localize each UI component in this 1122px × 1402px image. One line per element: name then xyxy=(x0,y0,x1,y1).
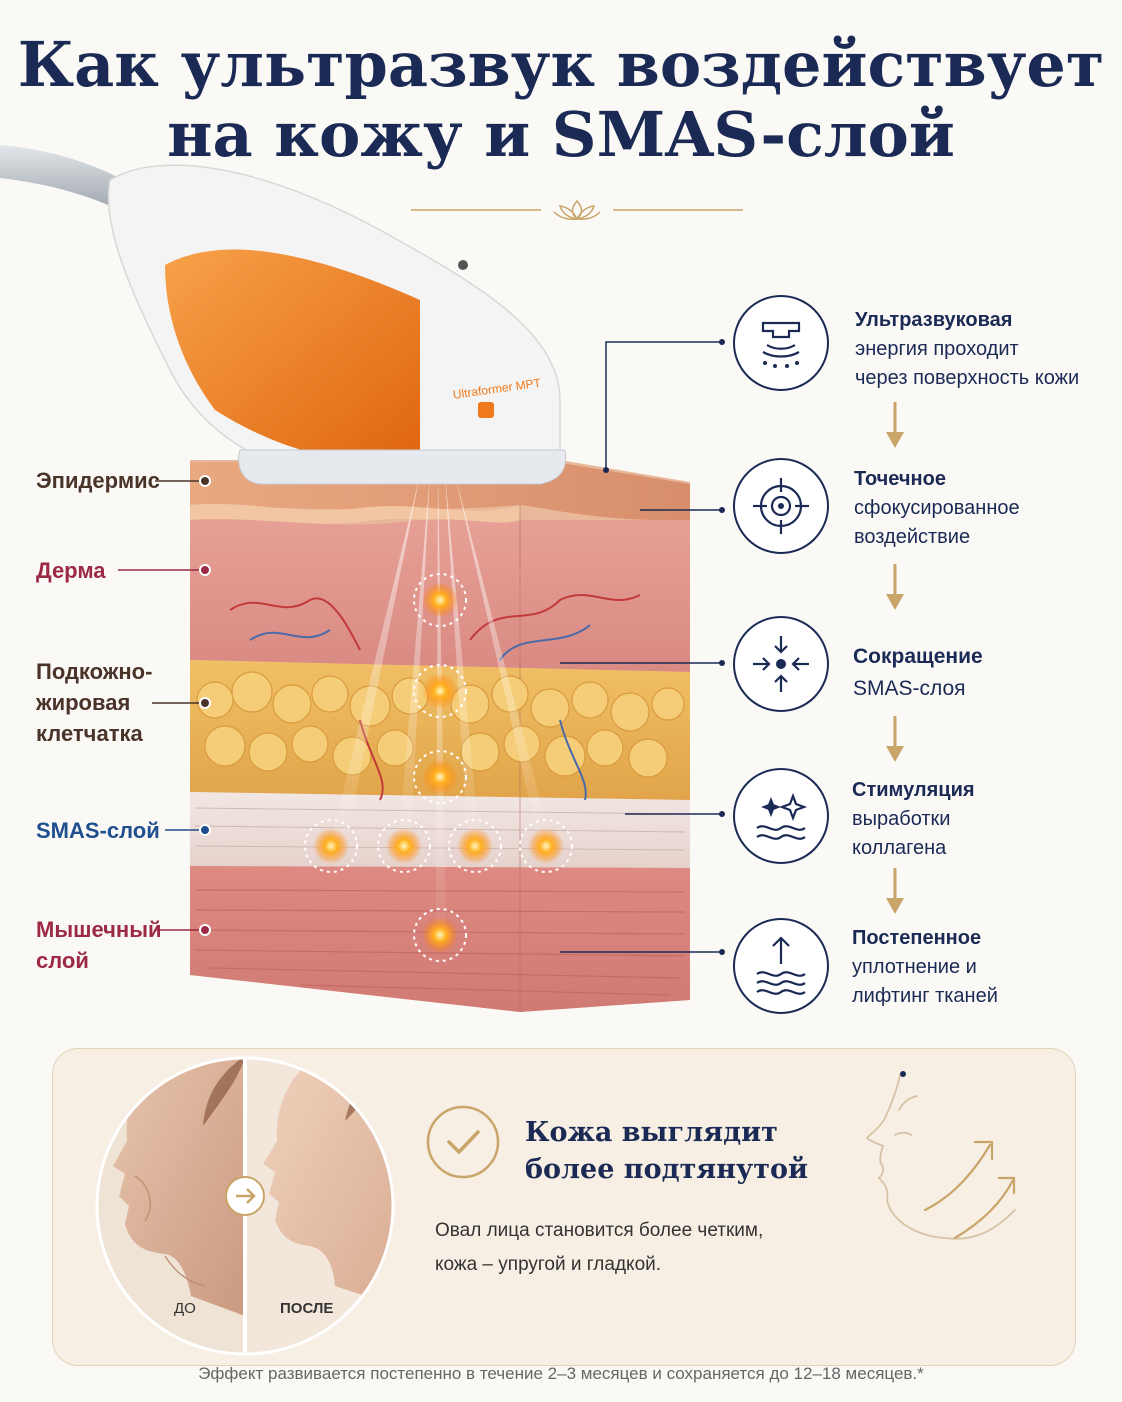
ultrasound-device-icon xyxy=(761,321,801,368)
step-4-icon-circle xyxy=(733,768,829,864)
step-4-heading: Стимуляция xyxy=(852,779,975,801)
layer-label-smas: SMAS-слой xyxy=(36,818,160,843)
result-title-line-1: Кожа выглядит xyxy=(525,1117,778,1148)
step-3-icon-circle xyxy=(733,616,829,712)
step-1-text: Ультразвуковая энергия проходит через по… xyxy=(855,306,1079,393)
before-face xyxy=(113,1058,245,1316)
layer-label-epidermis: Эпидермис xyxy=(36,468,160,493)
result-desc-line-2: кожа – упругой и гладкой. xyxy=(435,1254,662,1275)
focus-point xyxy=(448,819,502,873)
after-face xyxy=(263,1058,393,1306)
ultrasound-beams xyxy=(330,475,552,935)
focus-point xyxy=(519,819,573,873)
step-4-text: Стимуляция выработки коллагена xyxy=(852,776,975,863)
step-4-sub-2: коллагена xyxy=(852,837,947,859)
step-3-heading: Сокращение xyxy=(853,645,983,668)
title-line-1: Как ультразвук воздействует xyxy=(17,28,1105,101)
focus-point xyxy=(377,819,431,873)
layer-label-subcutaneous-fat: Подкожно- жировая клетчатка xyxy=(36,659,153,746)
page-title: Как ультразвук воздействует на кожу и SM… xyxy=(0,30,1122,170)
arrow-down-icon xyxy=(886,868,904,914)
step-2-sub-2: воздействие xyxy=(854,526,971,548)
target-icon xyxy=(753,478,809,534)
lift-arrow-icon xyxy=(756,936,806,995)
step-1-icon-circle xyxy=(733,295,829,391)
check-icon xyxy=(426,1105,500,1179)
focus-point xyxy=(413,908,467,962)
step-2-heading: Точечное xyxy=(854,468,946,490)
skin-illustration xyxy=(0,145,690,1012)
result-title: Кожа выглядит более подтянутой xyxy=(525,1114,808,1188)
step-2-text: Точечное сфокусированное воздействие xyxy=(854,465,1020,552)
focus-point xyxy=(413,750,467,804)
step-5-icon-circle xyxy=(733,918,829,1014)
step-2-sub-1: сфокусированное xyxy=(854,497,1020,519)
face-lift-line-art xyxy=(865,1071,1016,1240)
step-3-text: Сокращение SMAS-слоя xyxy=(853,641,983,705)
focus-point xyxy=(413,573,467,627)
leader-lines xyxy=(118,339,725,955)
arrow-down-icon xyxy=(886,402,904,448)
step-5-heading: Постепенное xyxy=(852,927,982,949)
arrow-right-icon xyxy=(225,1176,265,1216)
arrow-down-icon xyxy=(886,564,904,610)
step-3-sub-1: SMAS-слоя xyxy=(853,677,966,700)
focus-point xyxy=(413,664,467,718)
step-1-sub-1: энергия проходит xyxy=(855,338,1019,360)
step-2-icon-circle xyxy=(733,458,829,554)
focus-points xyxy=(304,573,573,962)
step-5-text: Постепенное уплотнение и лифтинг тканей xyxy=(852,924,998,1011)
arrow-down-icon xyxy=(886,716,904,762)
sparkle-icon xyxy=(756,792,808,840)
title-divider xyxy=(411,199,743,220)
result-description: Овал лица становится более четким, кожа … xyxy=(435,1214,763,1282)
result-desc-line-1: Овал лица становится более четким, xyxy=(435,1220,764,1241)
step-5-sub-1: уплотнение и xyxy=(852,956,977,978)
contraction-icon xyxy=(753,636,809,692)
layer-label-derma: Дерма xyxy=(36,558,106,583)
before-after-photo xyxy=(95,1056,395,1356)
layer-label-muscle: Мышечный слой xyxy=(36,917,162,973)
lotus-icon xyxy=(553,199,601,220)
after-label: ПОСЛЕ xyxy=(280,1300,334,1317)
result-title-line-2: более подтянутой xyxy=(525,1154,809,1185)
footnote: Эффект развивается постепенно в течение … xyxy=(198,1364,924,1383)
focus-point xyxy=(304,819,358,873)
step-4-sub-1: выработки xyxy=(852,808,951,830)
step-5-sub-2: лифтинг тканей xyxy=(852,985,998,1007)
ultrasound-device xyxy=(0,145,567,485)
title-line-2: на кожу и SMAS-слой xyxy=(167,98,955,171)
before-label: ДО xyxy=(174,1300,196,1317)
step-1-sub-2: через поверхность кожи xyxy=(855,367,1080,389)
step-1-heading: Ультразвуковая xyxy=(855,309,1013,331)
